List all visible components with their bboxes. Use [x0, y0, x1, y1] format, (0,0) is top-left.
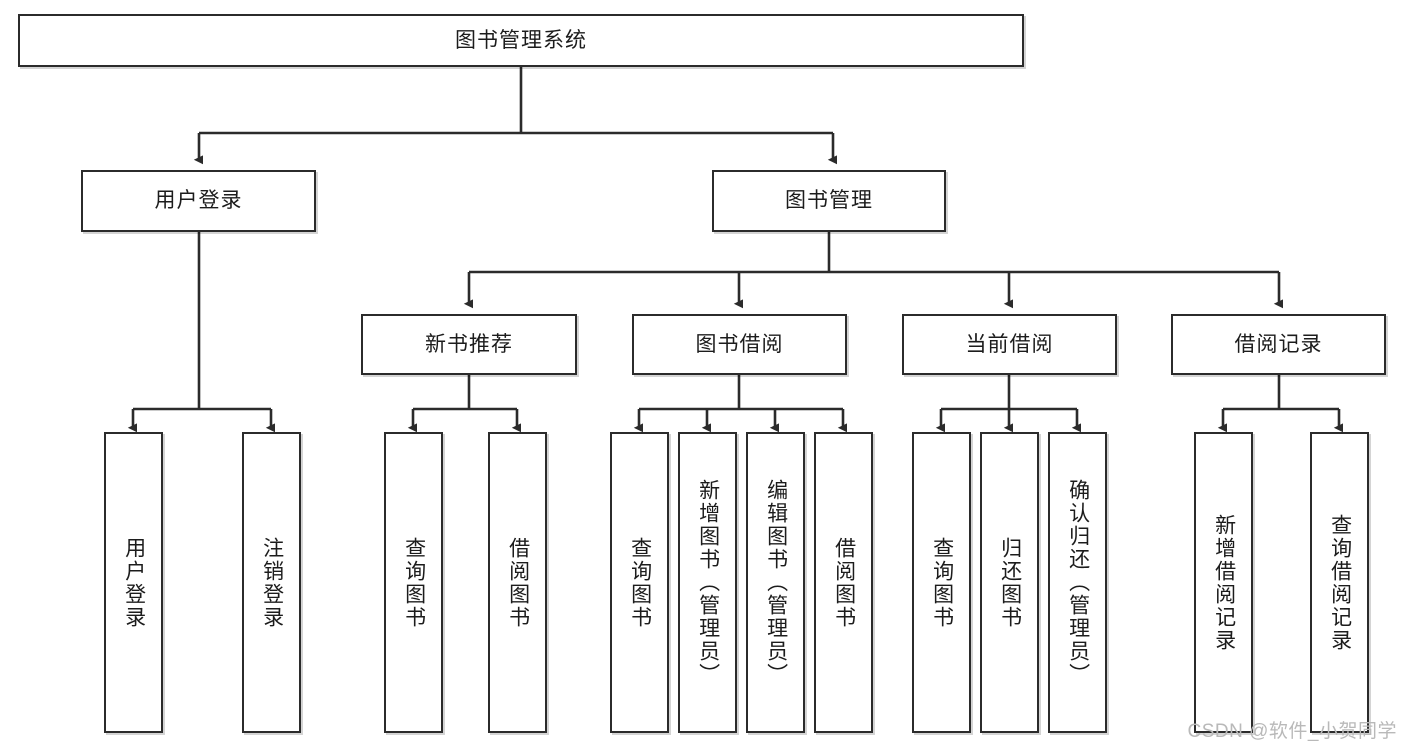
node-book-management-system[interactable]: 图书管理系统: [18, 14, 1024, 67]
node-label: 用户登录: [154, 189, 243, 213]
node-label: 借阅图书: [506, 536, 530, 629]
node-label: 查询借阅记录: [1328, 513, 1352, 652]
leaf-query-record[interactable]: 查询借阅记录: [1310, 432, 1369, 733]
leaf-query-book-3[interactable]: 查询图书: [912, 432, 971, 733]
node-label: 查询图书: [628, 536, 652, 629]
node-label: 图书管理系统: [455, 28, 587, 52]
leaf-add-book[interactable]: 新增图书（管理员）: [678, 432, 737, 733]
node-label: 借阅图书: [832, 536, 856, 629]
leaf-borrow-book-1[interactable]: 借阅图书: [488, 432, 547, 733]
node-label: 查询图书: [402, 536, 426, 629]
node-label: 借阅记录: [1234, 332, 1323, 356]
node-book-management[interactable]: 图书管理: [712, 170, 946, 232]
leaf-query-book-2[interactable]: 查询图书: [610, 432, 669, 733]
node-book-borrow[interactable]: 图书借阅: [632, 314, 847, 375]
leaf-borrow-book-2[interactable]: 借阅图书: [814, 432, 873, 733]
watermark-text: CSDN @软件_小贺同学: [1187, 721, 1397, 742]
node-new-book-recommend[interactable]: 新书推荐: [361, 314, 577, 375]
node-label: 确认归还（管理员）: [1066, 479, 1090, 686]
node-label: 注销登录: [260, 536, 284, 629]
node-label: 新增图书（管理员）: [696, 479, 720, 686]
leaf-confirm-return[interactable]: 确认归还（管理员）: [1048, 432, 1107, 733]
leaf-return-book[interactable]: 归还图书: [980, 432, 1039, 733]
node-label: 当前借阅: [965, 332, 1054, 356]
node-label: 归还图书: [998, 536, 1022, 629]
node-user-login[interactable]: 用户登录: [81, 170, 316, 232]
node-label: 图书借阅: [695, 332, 784, 356]
node-label: 用户登录: [122, 536, 146, 629]
leaf-logout-login[interactable]: 注销登录: [242, 432, 301, 733]
leaf-query-book-1[interactable]: 查询图书: [384, 432, 443, 733]
node-label: 图书管理: [785, 189, 873, 213]
node-label: 编辑图书（管理员）: [764, 479, 788, 686]
node-label: 新书推荐: [425, 332, 513, 356]
leaf-add-record[interactable]: 新增借阅记录: [1194, 432, 1253, 733]
node-label: 新增借阅记录: [1212, 513, 1236, 652]
node-borrow-record[interactable]: 借阅记录: [1171, 314, 1386, 375]
node-label: 查询图书: [930, 536, 954, 629]
leaf-edit-book[interactable]: 编辑图书（管理员）: [746, 432, 805, 733]
node-current-borrow[interactable]: 当前借阅: [902, 314, 1117, 375]
leaf-user-login[interactable]: 用户登录: [104, 432, 163, 733]
